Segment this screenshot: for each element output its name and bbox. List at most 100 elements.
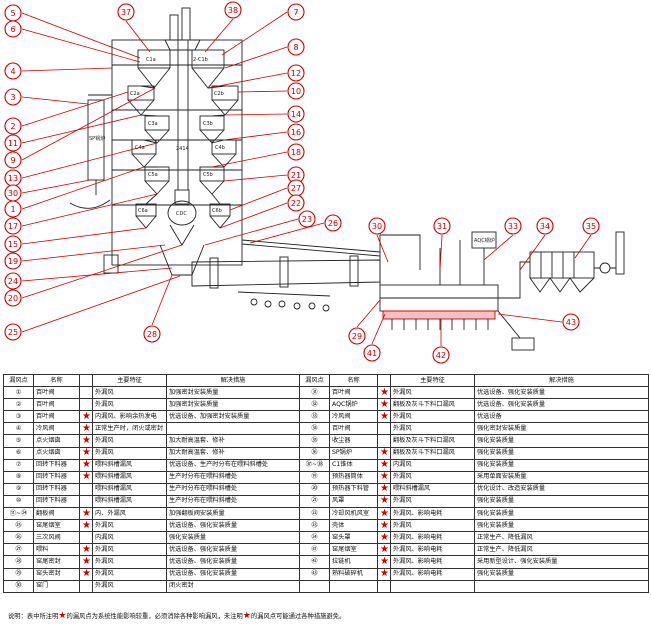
table-cell [390, 579, 475, 593]
table-cell-star-icon [377, 422, 391, 436]
table-cell: ⑪~㉔ [3, 507, 34, 521]
table-cell: 外漏风 [390, 494, 475, 509]
table-cell: 外漏风、影响电耗 [390, 543, 475, 557]
callout-35: 35 [582, 217, 600, 235]
table-cell: 优选设备、生产时分布在喂料斜槽处 [166, 458, 300, 472]
callout-37: 37 [117, 3, 135, 21]
table-cell: ③ [3, 410, 34, 424]
callout-4: 4 [4, 62, 22, 80]
table-cell: ㉝ [299, 410, 330, 424]
equipment-label-cdc: CDC [176, 211, 187, 217]
table-cell: ㊶ [299, 543, 330, 557]
table-cell: 外漏风、影响电耗 [390, 567, 475, 581]
table-cell-star-icon: ★ [79, 434, 93, 448]
table-cell: 优选设备、强化安装质量 [166, 543, 300, 557]
callout-26: 26 [324, 214, 342, 232]
table-cell-star-icon: ★ [377, 543, 391, 557]
svg-text:41: 41 [367, 349, 377, 358]
footnote-star-icon: ★ [58, 611, 67, 621]
table-cell: ⑲ [299, 470, 330, 484]
equipment-label-c5b: C5b [203, 172, 213, 178]
callout-11: 11 [4, 134, 22, 152]
svg-text:20: 20 [8, 294, 18, 303]
callout-19: 19 [4, 252, 22, 270]
table-cell: 百叶阀 [33, 398, 80, 412]
table-cell: 生产时分布在喂料斜槽处 [166, 482, 300, 496]
svg-text:33: 33 [508, 222, 518, 231]
table-cell [329, 579, 378, 593]
table-cell: 正常生产、降低漏风 [474, 531, 649, 545]
equipment-label-c3b: C3b [203, 121, 213, 127]
col-header-solution: 解决措施 [166, 373, 300, 388]
table-cell [299, 579, 330, 593]
table-header-row: 漏风点 名称 主要特征 解决措施 漏风点 名称 主要特征 解决措施 [3, 373, 649, 388]
svg-text:16: 16 [291, 128, 301, 137]
table-cell: ② [3, 398, 34, 412]
table-cell: 正常生产时，闭火或密封 [92, 422, 167, 436]
svg-text:34: 34 [540, 222, 550, 231]
table-cell: ㉔ [299, 531, 330, 545]
table-cell: ㉓ [299, 519, 330, 533]
table-cell: 强化安装质量 [474, 507, 649, 521]
table-cell: 喂料斜槽漏风 [92, 494, 167, 509]
table-cell-star-icon [79, 398, 93, 412]
table-cell: 外漏风 [390, 519, 475, 533]
table-cell-star-icon [377, 434, 391, 448]
equipment-label-sp: SP锅炉 [89, 135, 105, 142]
table-cell-star-icon: ★ [377, 494, 391, 509]
table-cell: 外漏风 [92, 434, 167, 448]
table-cell: ㉚ [3, 579, 34, 593]
table-cell: ㉙ [3, 567, 34, 581]
table-cell-star-icon: ★ [79, 507, 93, 521]
table-cell: 内漏风 [390, 458, 475, 472]
svg-text:9: 9 [10, 156, 15, 165]
table-cell: 内漏风、影响余热发电 [92, 410, 167, 424]
table-cell: 喂料斜槽漏风 [92, 458, 167, 472]
table-cell-star-icon: ★ [377, 555, 391, 569]
equipment-label-c4b: C4b [215, 145, 225, 151]
table-cell: 喂料斜槽漏风 [390, 482, 475, 496]
table-cell: C1锥体 [329, 458, 378, 472]
table-cell: ㊸ [299, 567, 330, 581]
table-cell: 窑头密封 [33, 567, 80, 581]
table-cell: 回转下料器 [33, 482, 80, 496]
table-cell: 百叶阀 [329, 386, 378, 400]
table-cell-star-icon: ★ [79, 458, 93, 472]
table-cell: 优化设计、改造安装质量 [474, 482, 649, 496]
table-cell: ⑩ [3, 494, 34, 509]
table-cell: ④ [3, 422, 34, 436]
equipment-label-c1b: 2-C1b [193, 57, 208, 63]
table-cell-star-icon: ★ [377, 398, 391, 412]
table-cell-star-icon: ★ [377, 470, 391, 484]
table-cell: 强化安装质量 [474, 494, 649, 509]
callout-30: 30 [4, 184, 22, 202]
exhaust-stack-right [181, 7, 191, 41]
svg-text:2: 2 [10, 122, 15, 131]
table-cell: ⑤ [3, 434, 34, 448]
col-header-point-2: 漏风点 [299, 373, 330, 388]
svg-text:6: 6 [10, 25, 15, 34]
table-cell: 熟料破碎机 [329, 567, 378, 581]
table-cell-star-icon: ★ [377, 567, 391, 581]
table-cell: ㉖ [3, 531, 34, 545]
svg-text:15: 15 [8, 240, 18, 249]
table-cell: 生产时分布在喂料斜槽处 [166, 470, 300, 484]
svg-text:22: 22 [291, 199, 301, 208]
table-cell: 强化安装质量 [474, 446, 649, 460]
table-cell-star-icon [79, 579, 93, 593]
callout-12: 12 [287, 64, 305, 82]
table-cell: ㉟ [299, 434, 330, 448]
table-cell: 拉链机 [329, 555, 378, 569]
svg-text:18: 18 [291, 148, 301, 157]
table-cell-star-icon: ★ [377, 531, 391, 545]
callout-13: 13 [4, 169, 22, 187]
table-cell: 回转下料器 [33, 458, 80, 472]
table-cell: 喂料斜槽漏风 [92, 482, 167, 496]
callout-31: 31 [433, 217, 451, 235]
